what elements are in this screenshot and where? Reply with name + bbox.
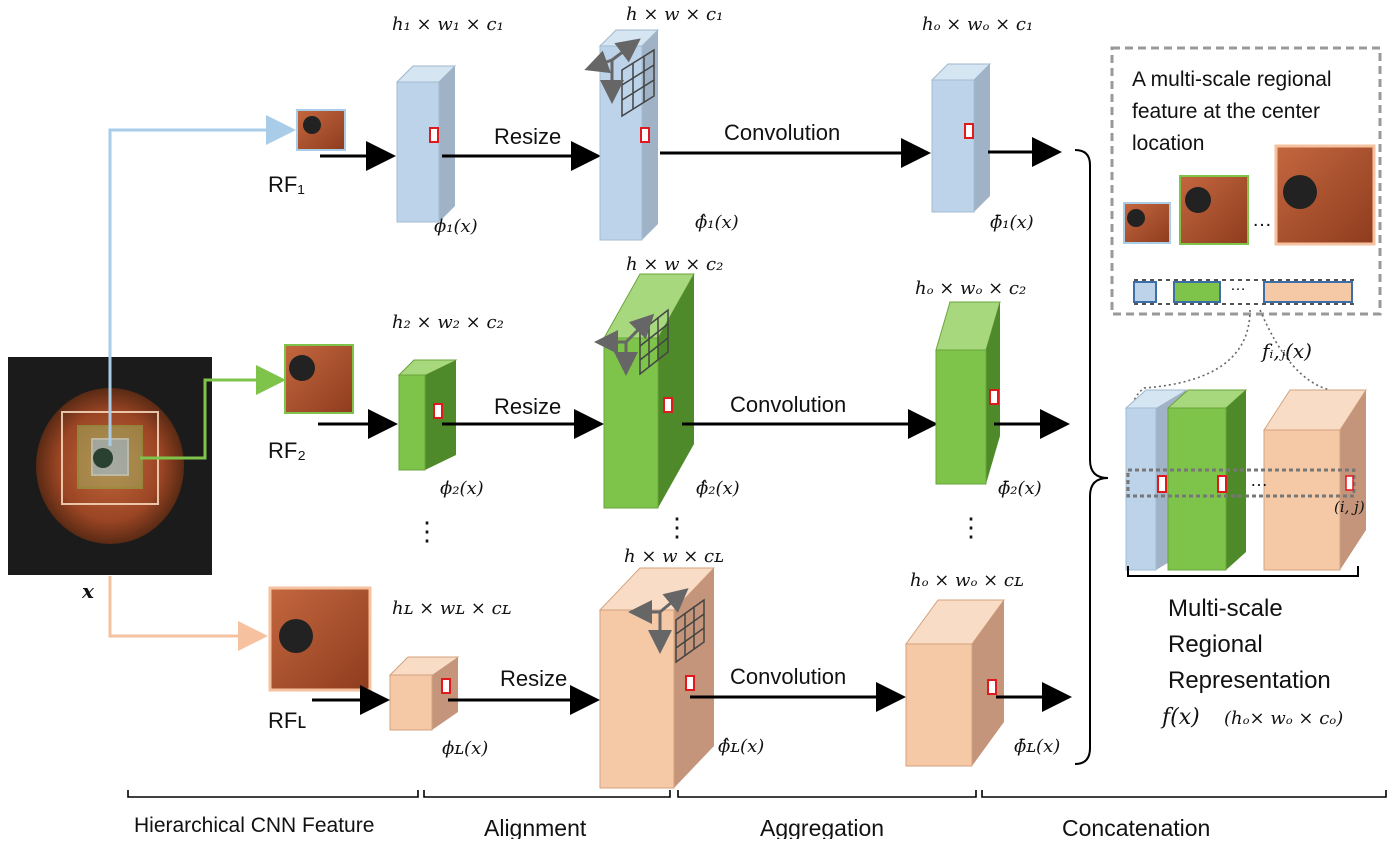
concat-brace [1074,149,1109,765]
rowl-resized-dims: h × w × cʟ [624,546,724,567]
row1-resized-block [584,29,660,241]
row2-agg-block [935,301,1001,485]
rfl-label: RFʟ [268,708,306,733]
row1-feature-block [395,65,457,223]
row2-feat-name: ϕ₂(x) [440,478,484,499]
stage-label-concatenation: Concatenation [1062,815,1210,839]
output-formula: f(x) [1160,705,1200,730]
row2-resize-label: Resize [494,394,561,419]
output-title-line-2: Regional [1168,631,1263,658]
row1-resized-dims: h × w × c₁ [626,4,723,25]
rowl-feature-block [388,656,460,731]
row2-agg-dims: hₒ × wₒ × c₂ [915,278,1026,299]
inset-ellipsis: … [1252,209,1272,231]
rowl-agg-name: ϕ̄ʟ(x) [1014,736,1060,757]
input-label: x [81,579,95,603]
row2-conv-label: Convolution [730,392,846,417]
inset-vector [1133,279,1356,305]
stage-label-aggregation: Aggregation [760,815,884,839]
row2-resized-dims: h × w × c₂ [626,254,723,275]
rfl-patch [268,586,372,692]
row1-agg-name: ϕ̄₁(x) [990,212,1034,233]
row2-resized-block [594,273,695,509]
row1-feat-name: ϕ₁(x) [434,216,478,237]
rf1-patch [296,109,346,151]
output-title-line-1: Multi-scale [1168,595,1283,622]
vdots-1: ⋮ [414,516,440,546]
output-formula-dims: (hₒ× wₒ × cₒ) [1224,708,1343,729]
output-stack-ellipsis: … [1250,470,1268,490]
vdots-3: ⋮ [958,512,984,542]
rf2-arrow [140,365,286,460]
rowl-feat-name: ϕʟ(x) [442,738,488,759]
row2-resized-name: ϕ̂₂(x) [696,478,740,499]
row2-agg-name: ϕ̄₂(x) [998,478,1042,499]
rowl-agg-dims: hₒ × wₒ × cʟ [910,570,1024,591]
inset-caption-line-3: location [1132,132,1204,155]
inset-panel [1110,46,1382,316]
output-title-line-3: Representation [1168,667,1331,694]
stage-label-feature: Hierarchical CNN Feature [134,814,374,837]
row1-resized-name: ϕ̂₁(x) [695,212,739,233]
stage-label-alignment: Alignment [484,815,587,839]
rowl-resized-name: ϕ̂ʟ(x) [718,736,764,757]
row1-resize-label: Resize [494,124,561,149]
rowl-feat-dims: hʟ × wʟ × cʟ [392,598,512,619]
rf1-label: RF₁ [268,172,305,197]
rfl-arrow [108,576,268,651]
row1-agg-block [930,63,992,213]
row2-feat-dims: h₂ × w₂ × c₂ [392,312,504,333]
row2-feature-block [397,359,458,471]
rf1-arrow [108,115,296,446]
inset-caption-line-2: feature at the center [1132,100,1320,123]
inset-vector-ellipsis: … [1230,277,1246,294]
rowl-conv-label: Convolution [730,664,846,689]
row1-conv-label: Convolution [724,120,840,145]
stage-brackets [127,790,1387,798]
rf2-patch [284,344,354,414]
rf2-label: RF₂ [268,438,306,463]
inset-caption-line-1: A multi-scale regional [1132,68,1332,91]
rowl-resized-block [598,567,716,789]
rowl-resize-label: Resize [500,666,567,691]
rowl-agg-block [905,599,1005,767]
output-vector-label: fᵢ,ⱼ(x) [1260,339,1312,363]
row1-feat-dims: h₁ × w₁ × c₁ [392,14,504,35]
output-cell-label: (i, j) [1334,498,1365,516]
vdots-2: ⋮ [664,512,690,542]
row1-agg-dims: hₒ × wₒ × c₁ [922,14,1033,35]
output-stack [1124,389,1367,571]
